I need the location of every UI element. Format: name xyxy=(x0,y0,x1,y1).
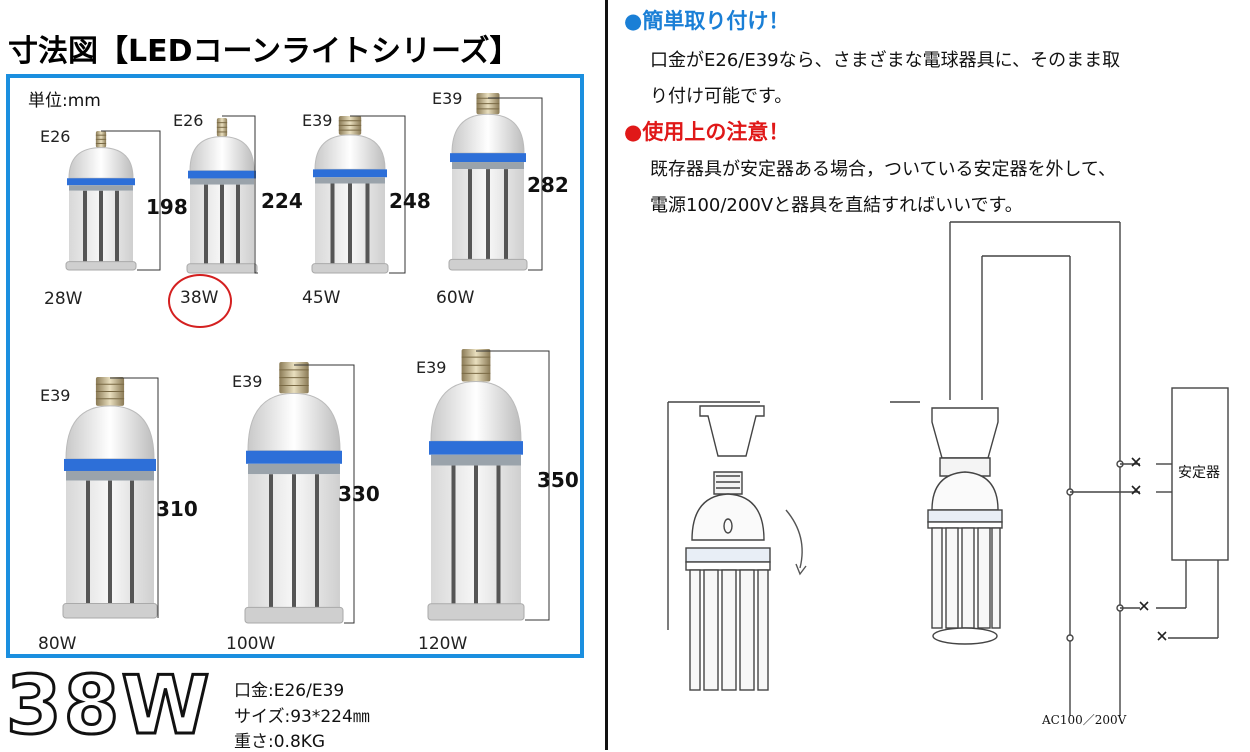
spec-socket: 口金:E26/E39 xyxy=(234,681,345,701)
bulb-socket-label: E39 xyxy=(432,89,463,108)
bulb-image xyxy=(448,93,543,271)
caution-text-line1: 既存器具が安定器ある場合，ついている安定器を外して、 xyxy=(650,159,1117,180)
bulb-height-label: 282 xyxy=(527,173,569,197)
bulb-watt-label: 80W xyxy=(38,634,77,654)
caution-heading: ●使用上の注意！ xyxy=(624,120,790,144)
bulb-height-label: 248 xyxy=(389,189,431,213)
bulb-socket-label: E26 xyxy=(40,127,71,146)
install-heading: ●簡単取り付け！ xyxy=(624,9,790,33)
caution-text-line2: 電源100/200Vと器具を直結すればいいです。 xyxy=(650,195,1023,216)
power-label: AC100／200V xyxy=(1042,713,1127,727)
bulb-socket-label: E39 xyxy=(302,111,333,130)
bulb-image xyxy=(244,362,355,624)
bulb-watt-label: 100W xyxy=(226,634,276,654)
bulb-image xyxy=(65,130,161,271)
spec-size: サイズ:93*224㎜ xyxy=(234,707,370,727)
bulb-height-label: 224 xyxy=(261,189,303,213)
bulb-height-label: 310 xyxy=(156,497,198,521)
unit-label: 単位:mm xyxy=(28,91,101,111)
bulb-image xyxy=(62,377,159,619)
spec-weight: 重さ:0.8KG xyxy=(234,732,326,752)
highlight-watt: 38W xyxy=(5,659,212,752)
bulb-drawings xyxy=(62,93,550,624)
wiring-diagram xyxy=(667,221,1229,716)
bulb-height-label: 330 xyxy=(338,482,380,506)
ballast-label: 安定器 xyxy=(1178,465,1220,481)
install-text-line1: 口金がE26/E39なら、さまざまな電球器具に、そのまま取 xyxy=(650,50,1121,71)
bulb-image xyxy=(427,349,550,621)
vertical-divider xyxy=(605,0,608,750)
bulb-socket-label: E39 xyxy=(40,386,71,405)
bulb-image xyxy=(311,115,406,274)
bulb-watt-label: 120W xyxy=(418,634,468,654)
bulb-watt-label: 28W xyxy=(44,289,83,309)
bulb-socket-label: E26 xyxy=(173,111,204,130)
bulb-socket-label: E39 xyxy=(416,358,447,377)
bulb-image xyxy=(186,115,258,274)
bulb-height-label: 198 xyxy=(146,195,188,219)
bulb-socket-label: E39 xyxy=(232,372,263,391)
page-title: 寸法図【LEDコーンライトシリーズ】 xyxy=(8,34,520,69)
highlight-circle xyxy=(168,274,232,328)
bulb-watt-label: 45W xyxy=(302,288,341,308)
bulb-watt-label: 60W xyxy=(436,288,475,308)
install-text-line2: り付け可能です。 xyxy=(650,86,793,107)
bulb-height-label: 350 xyxy=(537,468,579,492)
